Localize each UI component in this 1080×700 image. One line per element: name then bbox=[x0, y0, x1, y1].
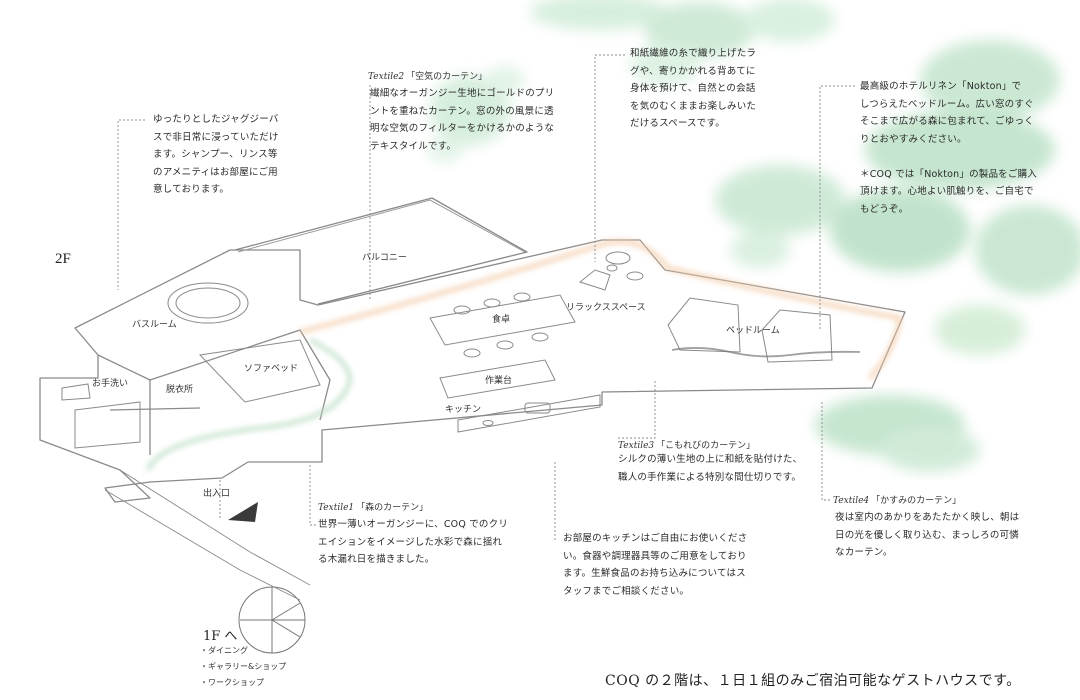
tag-textile4: Textile4「かすみのカーテン」 bbox=[833, 493, 961, 506]
jacuzzi-icon bbox=[167, 282, 249, 324]
room-label-entrance: 出入口 bbox=[203, 489, 231, 499]
balcony-outline bbox=[237, 199, 526, 253]
floor-label: 2F bbox=[55, 251, 71, 267]
stair-path-lines bbox=[104, 469, 311, 601]
to-1f-list: ダイニング ギャラリー&ショップ ワークショップ bbox=[200, 643, 286, 691]
note-textile4: 夜は室内のあかりをあたたかく映し、朝は 日の光を優しく取り込む、まっしろの可憐 … bbox=[835, 512, 1020, 558]
room-label-balcony: バルコニー bbox=[362, 253, 407, 263]
room-label-relax-space: リラックススペース bbox=[566, 303, 646, 313]
tag-textile3: Textile3「こもれびのカーテン」 bbox=[618, 438, 755, 451]
watercolor-foliage-bottom-right bbox=[815, 395, 980, 472]
watercolor-foliage-top bbox=[530, 0, 835, 85]
room-label-bedroom: ベッドルーム bbox=[726, 326, 780, 336]
watercolor-foliage-left bbox=[427, 66, 525, 162]
note-nokton: 最高級のホテルリネン「Nokton」で しつらえたベッドルーム。広い窓のすぐ そ… bbox=[860, 81, 1037, 215]
note-textile3: シルクの薄い生地の上に和紙を貼付けた、 職人の手作業による特別な間仕切りです。 bbox=[618, 454, 803, 483]
note-rug: 和紙繊維の糸で織り上げたラ グや、寄りかかれる背あてに 身体を預けて、自然との会… bbox=[630, 48, 757, 129]
tag-textile2-jp: 「空気のカーテン」 bbox=[406, 72, 488, 82]
toilet-icon bbox=[61, 383, 141, 449]
tag-textile1: Textile1「森のカーテン」 bbox=[318, 500, 428, 513]
dining-table-icon bbox=[429, 292, 576, 358]
relax-cushions-icon bbox=[578, 251, 644, 291]
note-textile2: 繊細なオーガンジー生地にゴールドのプリ ントを重ねたカーテン。窓の外の風景に透 … bbox=[370, 88, 555, 152]
tag-textile2-en: Textile2 bbox=[368, 72, 405, 82]
kitchen-counter-icon bbox=[457, 394, 601, 433]
to-1f-item: ギャラリー&ショップ bbox=[200, 659, 286, 675]
room-label-toilet: お手洗い bbox=[92, 379, 129, 389]
work-table-icon bbox=[439, 359, 556, 399]
tag-textile1-jp: 「森のカーテン」 bbox=[356, 503, 429, 513]
room-label-bathroom: バスルーム bbox=[132, 320, 177, 330]
to-1f-label: 1F へ bbox=[203, 629, 238, 644]
green-curtain-line bbox=[146, 338, 353, 471]
orange-curtain-line bbox=[299, 239, 903, 380]
room-label-dining: 食卓 bbox=[492, 315, 511, 325]
bedroom-curtain-mark bbox=[671, 347, 861, 358]
sofa-bed-icon bbox=[198, 339, 321, 403]
room-label-dressing: 脱衣所 bbox=[166, 385, 194, 395]
to-1f-item: ダイニング bbox=[200, 643, 286, 659]
leader-lines bbox=[117, 54, 855, 540]
tag-textile4-en: Textile4 bbox=[833, 496, 870, 506]
note-textile1: 世界一薄いオーガンジーに、COQ でのクリ エイションをイメージした水彩で森に揺… bbox=[318, 519, 509, 565]
walls bbox=[39, 197, 906, 503]
bottom-description: COQ の２階は、１日１組のみご宿泊可能なゲストハウスです。 bbox=[605, 673, 1021, 689]
tag-textile3-en: Textile3 bbox=[618, 441, 655, 451]
to-1f-item: ワークショップ bbox=[200, 675, 286, 691]
note-jacuzzi: ゆったりとしたジャグジーバ スで非日常に浸っていただけ ます。シャンプー、リンス… bbox=[153, 114, 279, 195]
tag-textile1-en: Textile1 bbox=[318, 503, 355, 513]
tag-textile4-jp: 「かすみのカーテン」 bbox=[871, 496, 962, 506]
watercolor-foliage-right bbox=[715, 40, 1080, 355]
room-label-sofa-bed: ソファベッド bbox=[244, 364, 299, 374]
tag-textile2: Textile2「空気のカーテン」 bbox=[368, 69, 487, 82]
entrance-arrow-icon bbox=[228, 502, 258, 522]
room-label-kitchen: キッチン bbox=[445, 405, 482, 415]
note-kitchen: お部屋のキッチンはご自由にお使いくださ い。食器や調理器具等のご用意をしており … bbox=[563, 533, 748, 597]
room-label-worktable: 作業台 bbox=[485, 376, 513, 386]
tag-textile3-jp: 「こもれびのカーテン」 bbox=[656, 441, 756, 451]
